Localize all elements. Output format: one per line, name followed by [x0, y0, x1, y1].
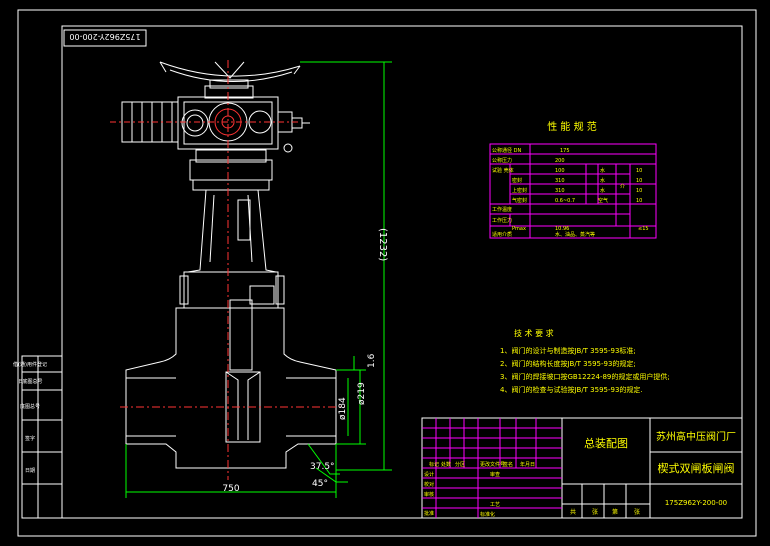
spec-table — [489, 143, 657, 239]
spec-row-value-3: 310 — [555, 178, 565, 184]
title-block-text: 苏州高中压阀门厂 总装配图 楔式双闸板闸阀 175Z962Y-200-00 标记… — [424, 430, 736, 518]
company-name: 苏州高中压阀门厂 — [656, 430, 736, 443]
spec-right-val-3: 10 — [636, 198, 642, 204]
spec-right-val-1: 10 — [636, 178, 642, 184]
spec-medium-val: 水、油品、蒸汽等 — [555, 231, 595, 238]
dim-16: 1.6 — [367, 353, 377, 368]
dim-45: 45° — [312, 479, 328, 489]
bottom-label-2: 第 — [612, 508, 618, 516]
side-label-2: 底图总号 — [20, 403, 40, 410]
drawing-code: 175Z962Y-200-00 — [665, 499, 727, 507]
small-label-2: 分区 — [455, 461, 465, 468]
dim-37-5: 37.5° — [310, 462, 335, 472]
bottom-label-0: 共 — [570, 508, 576, 516]
spec-row-label-1: 公称压力 — [492, 157, 512, 164]
spec-row-label-5: 气密封 — [512, 197, 527, 204]
inner-frame — [61, 25, 743, 519]
tech-title: 技 术 要 求 — [514, 328, 554, 338]
product-name: 楔式双闸板闸阀 — [658, 461, 735, 475]
title-block — [421, 417, 743, 519]
rotated-code-text: 175Z962Y-200-00 — [69, 32, 140, 41]
left-label-0: 审查 — [490, 471, 500, 478]
row-label-2: 审核 — [424, 491, 434, 498]
left-label-2: 标准化 — [480, 511, 495, 518]
dim-750: 750 — [222, 484, 239, 494]
dim-overall-height: (1232) — [377, 228, 388, 261]
drawing-name: 总装配图 — [584, 436, 628, 450]
small-label-4: 签名 — [503, 461, 513, 468]
side-panel: 借(通)用件登记 旧底图总号 底图总号 签字 日期 — [13, 355, 63, 519]
dimensions — [125, 61, 392, 498]
spec-row-value-1: 200 — [555, 158, 565, 164]
side-label-3: 签字 — [25, 435, 35, 442]
spec-pmax-label: Pmax — [512, 226, 526, 232]
row-label-1: 校对 — [424, 481, 434, 488]
left-label-1: 工艺 — [490, 502, 500, 508]
spec-row-label-0: 公称通径 DN — [492, 147, 521, 154]
tech-requirements: 技 术 要 求 1、阀门的设计与制造按JB/T 3595-93标准; 2、阀门的… — [500, 328, 670, 394]
small-label-3: 更改文件号 — [480, 461, 505, 468]
side-label-0: 借(通)用件登记 — [13, 361, 47, 368]
spec-row-value-5: 0.6~0.7 — [555, 198, 575, 204]
bottom-label-1: 张 — [592, 508, 598, 516]
spec-row-label-2: 试验 壳体 — [492, 167, 514, 174]
spec-right-val-0: 10 — [636, 168, 642, 174]
spec-right-col-2: 水 — [600, 187, 605, 194]
dim-phi219: ø219 — [357, 382, 367, 405]
spec-right-col-0: 水 — [600, 167, 605, 174]
spec-pmax-val: 10.96 — [555, 226, 569, 232]
rotated-code-box: 175Z962Y-200-00 — [63, 29, 147, 47]
spec-right-val-2: 10 — [636, 188, 642, 194]
spec-pmax-r: ≤15 — [638, 226, 649, 232]
spec-extra-label-0: 工作温度 — [492, 206, 512, 213]
bottom-label-3: 张 — [634, 508, 640, 516]
tech-item-1: 2、阀门的结构长度按JB/T 3595-93的规定; — [500, 359, 636, 368]
spec-right-col-1: 水 — [600, 177, 605, 184]
small-label-5: 年月日 — [520, 461, 535, 468]
row-label-3: 批准 — [424, 510, 434, 517]
outer-frame — [17, 9, 757, 537]
spec-row-value-4: 310 — [555, 188, 565, 194]
tech-item-3: 4、阀门的检查与试验按JB/T 3595-93的规定. — [500, 385, 643, 394]
small-label-0: 标记 — [429, 461, 439, 468]
spec-row-value-2: 100 — [555, 168, 565, 174]
spec-extra-label-1: 工作压力 — [492, 217, 512, 224]
spec-medium-label: 适用介质 — [492, 231, 512, 238]
dimension-labels: (1232) ø219 ø184 1.6 750 37.5° 45° — [222, 228, 388, 494]
spec-row-label-4: 上密封 — [512, 187, 527, 194]
tech-item-0: 1、阀门的设计与制造按JB/T 3595-93标准; — [500, 346, 636, 355]
spec-title: 性 能 规 范 — [547, 120, 597, 133]
side-label-4: 日期 — [25, 468, 35, 474]
dim-phi184: ø184 — [338, 397, 348, 420]
spec-right-label: 介 — [620, 184, 625, 190]
spec-right-col-3: 空气 — [598, 197, 608, 204]
spec-text: 公称通径 DN 175 公称压力 200 试验 壳体 100 密封 310 上密… — [492, 147, 649, 238]
row-label-0: 设计 — [424, 471, 434, 478]
tech-item-2: 3、阀门的焊接坡口按GB12224-89的规定或用户提供; — [500, 372, 670, 381]
small-label-1: 处数 — [441, 461, 451, 468]
side-label-1: 旧底图总号 — [17, 378, 42, 385]
spec-row-value-0: 175 — [560, 148, 570, 154]
spec-row-label-3: 密封 — [512, 177, 522, 184]
